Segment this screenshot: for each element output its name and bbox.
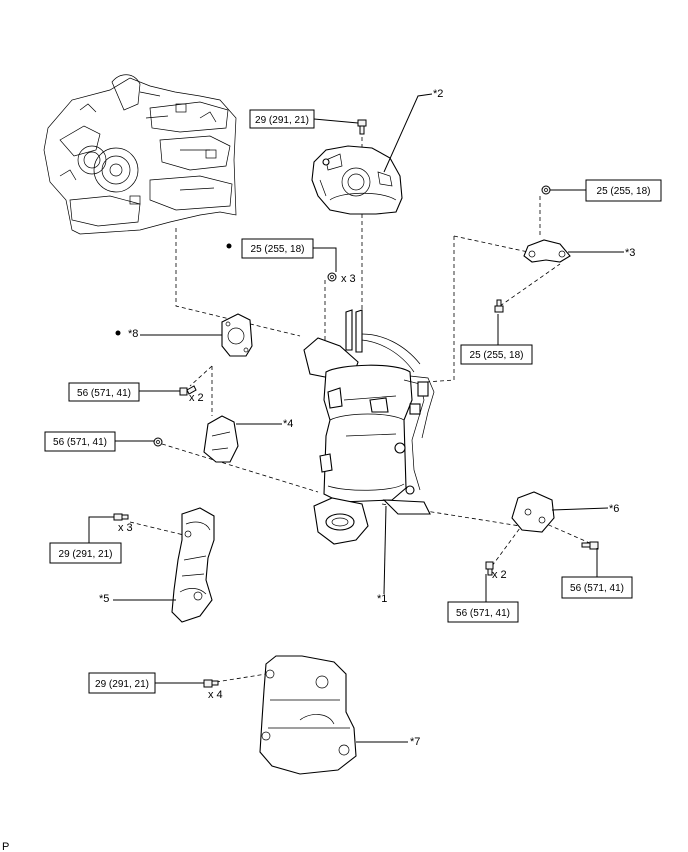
leader-lines [88, 93, 624, 743]
non-reusable-marker [226, 243, 232, 249]
callout-label: *2 [433, 88, 443, 100]
bottom-heat-insulator [259, 655, 357, 775]
quantity-label: x 2 [492, 569, 507, 581]
engine-block-illustration [43, 74, 237, 235]
fasteners [113, 119, 599, 688]
lower-heat-insulator [171, 507, 215, 623]
nut-icon [327, 272, 337, 282]
quantity-label: x 3 [341, 273, 356, 285]
upper-bracket [523, 239, 571, 263]
svg-text:25 (255, 18): 25 (255, 18) [597, 186, 651, 197]
callout-label: *7 [410, 736, 420, 748]
svg-text:29 (291, 21): 29 (291, 21) [255, 115, 309, 126]
torque-spec-label: 25 (255, 18) [460, 344, 533, 365]
svg-text:25 (255, 18): 25 (255, 18) [470, 350, 524, 361]
bolt-icon [494, 299, 504, 313]
callout-label: *5 [99, 593, 109, 605]
non-reusable-marker [115, 330, 121, 336]
torque-spec-label: 56 (571, 41) [44, 431, 116, 452]
svg-text:29 (291, 21): 29 (291, 21) [59, 549, 113, 560]
torque-spec-label: 56 (571, 41) [561, 576, 633, 599]
right-bracket [511, 491, 555, 533]
callout-label: *3 [625, 247, 635, 259]
nut-icon [153, 437, 163, 447]
gasket [221, 313, 253, 357]
callout-label: *1 [377, 593, 387, 605]
left-bracket [203, 415, 239, 463]
torque-spec-label: 29 (291, 21) [49, 542, 122, 564]
bolt-icon [581, 541, 599, 550]
bolt-icon [485, 561, 494, 576]
torque-spec-label: 25 (255, 18) [241, 238, 314, 259]
svg-text:56 (571, 41): 56 (571, 41) [456, 608, 510, 619]
svg-text:29 (291, 21): 29 (291, 21) [95, 679, 149, 690]
torque-spec-label: 29 (291, 21) [249, 109, 315, 129]
svg-text:56 (571, 41): 56 (571, 41) [570, 583, 624, 594]
torque-spec-label: 25 (255, 18) [585, 179, 662, 202]
svg-text:56 (571, 41): 56 (571, 41) [77, 388, 131, 399]
callout-label: *8 [128, 328, 138, 340]
quantity-label: x 4 [208, 689, 223, 701]
torque-spec-label: 56 (571, 41) [447, 601, 519, 623]
callout-label: *4 [283, 418, 293, 430]
bolt-icon [113, 513, 129, 521]
svg-text:25 (255, 18): 25 (255, 18) [251, 244, 305, 255]
upper-heat-insulator [311, 145, 403, 215]
torque-spec-label: 56 (571, 41) [68, 382, 140, 402]
illustration-code: P [2, 841, 9, 852]
bolt-icon [357, 119, 367, 135]
bolt-icon [203, 679, 219, 688]
quantity-label: x 3 [118, 522, 133, 534]
svg-text:56 (571, 41): 56 (571, 41) [53, 437, 107, 448]
torque-spec-label: 29 (291, 21) [88, 672, 156, 694]
catalytic-converter [303, 309, 435, 545]
quantity-label: x 2 [189, 392, 204, 404]
nut-icon [541, 185, 551, 195]
callout-label: *6 [609, 503, 619, 515]
